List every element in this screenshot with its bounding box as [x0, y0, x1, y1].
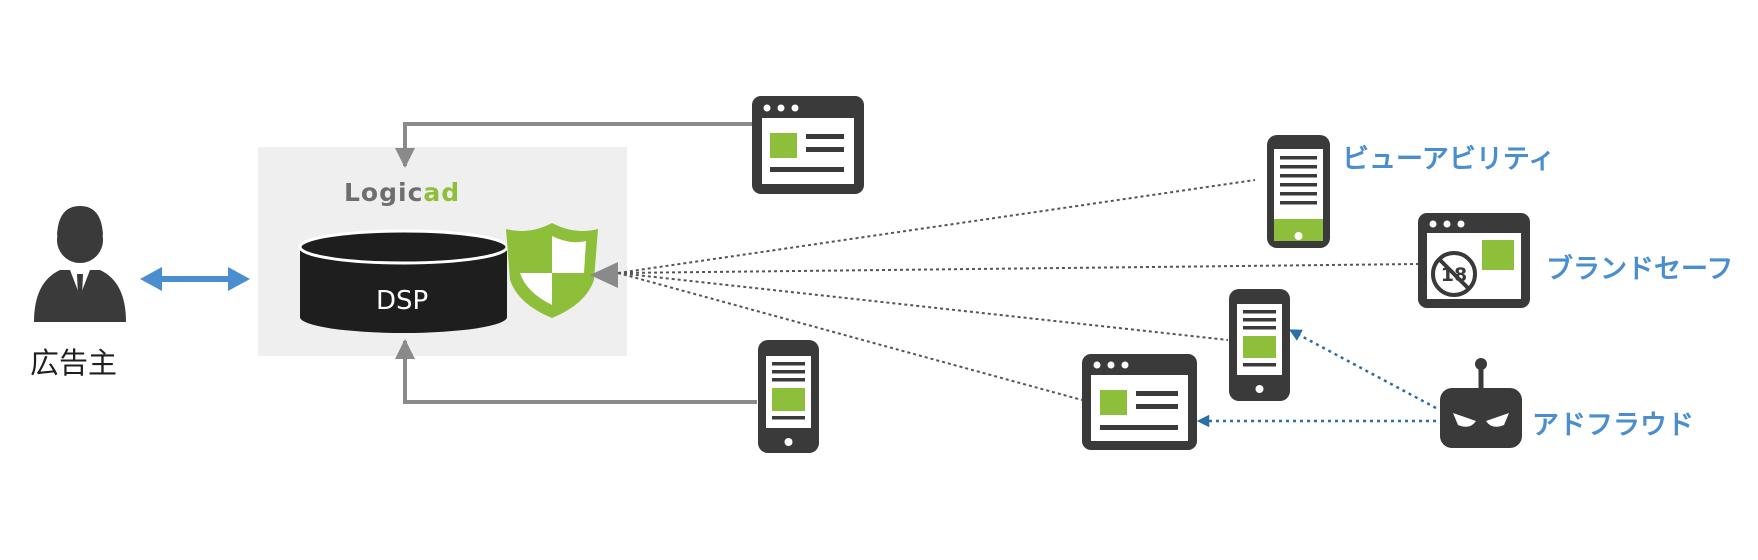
businessman-avatar-icon [34, 206, 126, 322]
security-shield-icon [506, 223, 598, 318]
bot-icon [1440, 358, 1522, 448]
threat-label-viewability: ビューアビリティ [1342, 144, 1556, 175]
feedback-arrows [395, 122, 757, 404]
database-cylinder-icon [298, 229, 509, 333]
smartphone-icon [758, 340, 819, 453]
smartphone-viewability-icon [1267, 135, 1330, 248]
browser-fraud-target-icon [1082, 354, 1197, 450]
fraud-arrows [1196, 328, 1437, 428]
bidirectional-arrow-icon [140, 267, 250, 291]
inbound-arrow-icon [590, 262, 618, 288]
smartphone-fraud-target-icon [1229, 289, 1290, 401]
browser-adult-content-icon: 18 [1418, 213, 1530, 308]
advertiser-label: 広告主 [30, 346, 118, 380]
logo-text-accent: ad [423, 178, 461, 207]
svg-text:18: 18 [1441, 264, 1467, 286]
threat-label-brand-safe: ブランドセーフ [1546, 254, 1734, 285]
logo-text-main: Logic [344, 178, 424, 207]
monitoring-lines [617, 179, 1419, 401]
browser-window-icon [752, 96, 864, 194]
threat-label-ad-fraud: アドフラウド [1532, 410, 1694, 441]
dsp-label: DSP [376, 286, 429, 316]
logicad-logo: Logicad [344, 180, 460, 205]
